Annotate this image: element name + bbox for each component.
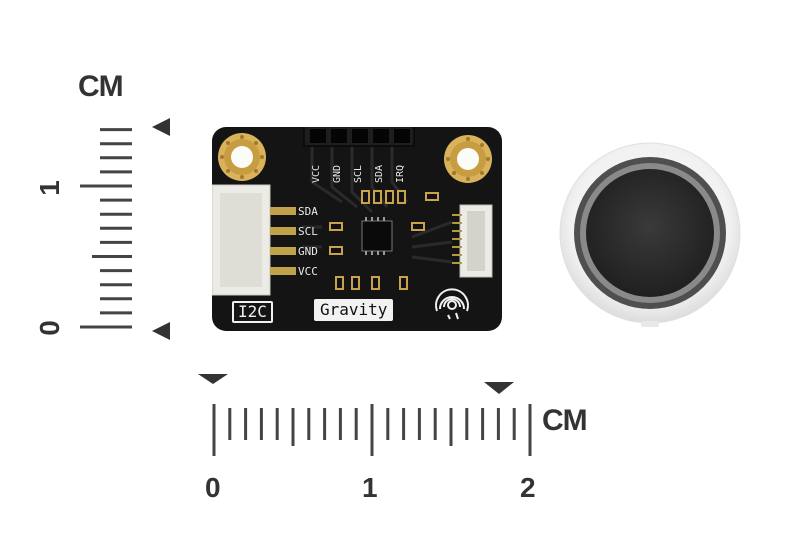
top-pin-header bbox=[303, 127, 415, 147]
horizontal-ruler: CM 0 1 2 bbox=[190, 370, 620, 510]
sensor-board: VCC GND SCL SDA IRQ SDA SCL GND VCC I2C … bbox=[212, 127, 502, 331]
vertical-unit-label: CM bbox=[78, 70, 124, 103]
side-pin-sda: SDA bbox=[298, 205, 318, 218]
mounting-hole-left bbox=[218, 133, 266, 181]
right-marker-arrow bbox=[484, 382, 514, 394]
ic-chip bbox=[361, 217, 393, 255]
horizontal-label-1: 1 bbox=[362, 472, 378, 503]
lower-marker-arrow bbox=[152, 322, 170, 340]
right-connector bbox=[452, 204, 493, 278]
horizontal-label-2: 2 bbox=[520, 472, 536, 503]
horizontal-unit-label: CM bbox=[542, 404, 588, 437]
fingerprint-icon bbox=[435, 288, 469, 320]
mounting-hole-right bbox=[444, 135, 492, 183]
fingerprint-sensor bbox=[559, 142, 741, 327]
side-pin-gnd: GND bbox=[298, 245, 318, 258]
side-pin-scl: SCL bbox=[298, 225, 318, 238]
i2c-badge: I2C bbox=[232, 301, 273, 323]
header-pin-irq: IRQ bbox=[395, 164, 406, 183]
side-pin-vcc: VCC bbox=[298, 265, 318, 278]
header-pin-gnd: GND bbox=[332, 164, 343, 183]
horizontal-label-0: 0 bbox=[205, 472, 221, 503]
header-pin-sda: SDA bbox=[374, 164, 385, 183]
horizontal-ruler-ticks bbox=[198, 374, 532, 456]
header-pin-scl: SCL bbox=[353, 164, 364, 183]
upper-marker-arrow bbox=[152, 118, 170, 136]
vertical-ruler: CM 1 0 bbox=[34, 70, 180, 360]
vertical-ruler-ticks bbox=[80, 118, 170, 340]
board-graphic bbox=[212, 127, 502, 331]
smd-components bbox=[329, 190, 439, 290]
vertical-label-1: 1 bbox=[33, 180, 65, 196]
left-marker-arrow bbox=[198, 374, 228, 384]
left-connector bbox=[212, 184, 296, 296]
gravity-badge: Gravity bbox=[314, 299, 394, 321]
header-pin-vcc: VCC bbox=[311, 164, 322, 183]
vertical-label-0: 0 bbox=[33, 320, 65, 336]
